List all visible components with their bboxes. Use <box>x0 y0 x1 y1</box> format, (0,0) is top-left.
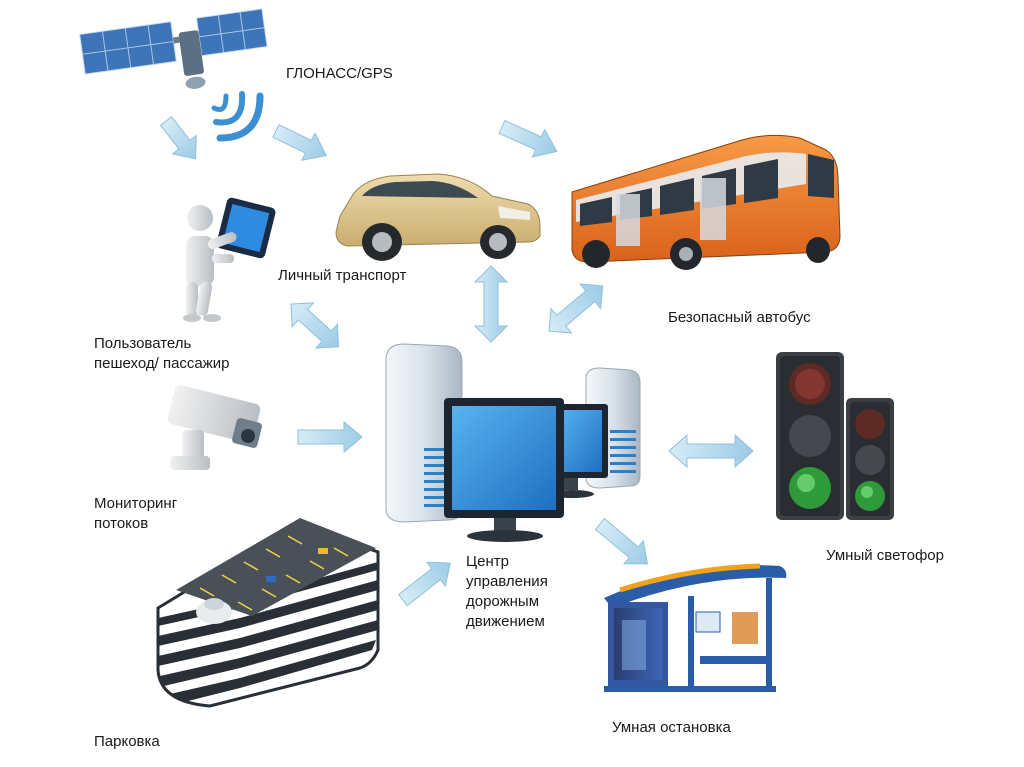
car-icon <box>335 173 541 261</box>
arrow-satellite-to-car <box>272 124 328 161</box>
arrow-bus-center <box>548 283 604 334</box>
smart-stop-icon <box>604 563 787 692</box>
arrow-satellite-to-user <box>159 115 197 160</box>
label-center-line1: Центр <box>466 553 509 570</box>
label-private-transport: Личный транспорт <box>278 267 407 284</box>
arrow-center-to-stop <box>594 517 649 565</box>
label-center-line4: движением <box>466 613 545 630</box>
label-user-line1: Пользователь <box>94 335 192 352</box>
label-glonass-gps: ГЛОНАСС/GPS <box>286 65 393 82</box>
label-smart-traffic-light: Умный светофор <box>826 547 944 564</box>
arrow-user-center <box>290 302 340 349</box>
arrow-car-center <box>473 265 509 343</box>
camera-icon <box>167 385 262 470</box>
arrow-monitoring-to-center <box>297 420 363 454</box>
traffic-light-icon <box>776 352 894 520</box>
parking-garage-icon <box>156 518 380 708</box>
label-parking: Парковка <box>94 733 160 750</box>
label-monitoring-line2: потоков <box>94 515 149 532</box>
control-center-icon <box>385 343 641 542</box>
arrow-parking-to-center <box>397 561 451 607</box>
arrow-center-traffic-light <box>668 433 754 469</box>
arrows <box>159 115 754 607</box>
user-with-tablet-icon <box>183 197 276 322</box>
label-safe-bus: Безопасный автобус <box>668 309 811 326</box>
arrow-satellite-to-bus <box>498 119 558 158</box>
label-monitoring-line1: Мониторинг <box>94 495 178 512</box>
label-center-line3: дорожным <box>466 593 540 610</box>
satellite-icon <box>79 8 268 142</box>
label-center-line2: управления <box>466 573 548 590</box>
label-user-line2: пешеход/ пассажир <box>94 355 230 372</box>
bus-icon <box>571 134 841 270</box>
label-smart-stop: Умная остановка <box>612 719 731 736</box>
